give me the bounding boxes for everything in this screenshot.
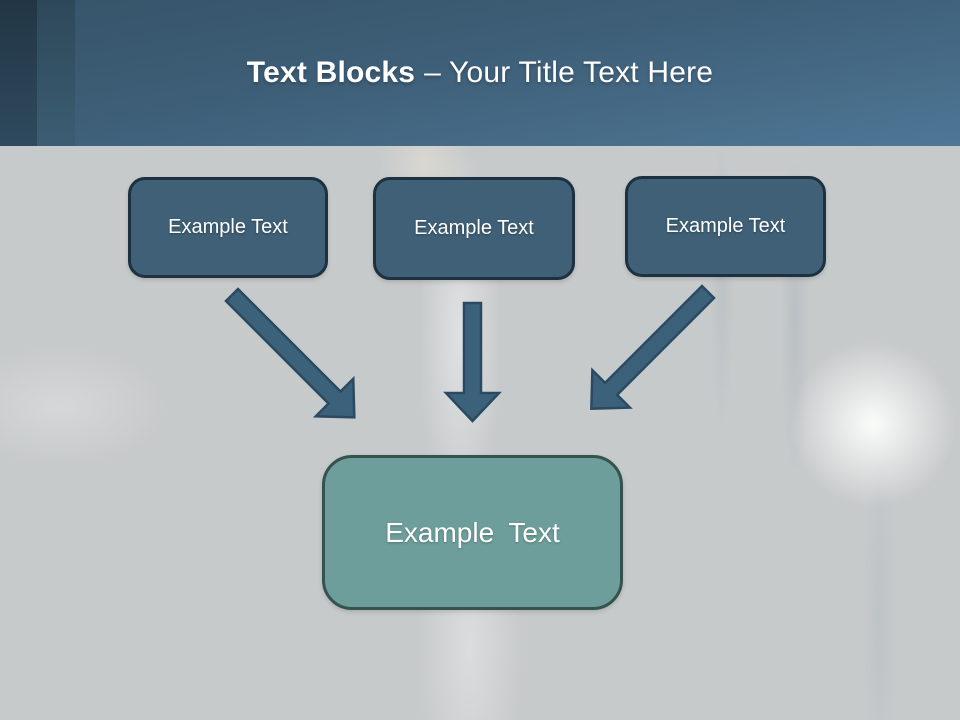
text-block-2-label: Example Text — [414, 217, 534, 239]
accent-stripe-dark — [0, 0, 37, 146]
slide-title-regular-segment: – Your Title Text Here — [424, 56, 714, 89]
summary-block: Example Text — [322, 455, 623, 610]
summary-block-label: Example Text — [385, 516, 560, 548]
slide-title: Text Blocks– Your Title Text Here — [75, 0, 885, 146]
text-block-2: Example Text — [373, 177, 575, 280]
text-block-3: Example Text — [625, 176, 826, 277]
text-block-1: Example Text — [128, 177, 328, 278]
header-band: Text Blocks– Your Title Text Here — [0, 0, 960, 146]
slide-title-bold-segment: Text Blocks — [246, 56, 416, 89]
text-block-3-label: Example Text — [665, 215, 786, 237]
accent-stripe-medium — [37, 0, 75, 146]
text-block-1-label: Example Text — [168, 216, 288, 238]
